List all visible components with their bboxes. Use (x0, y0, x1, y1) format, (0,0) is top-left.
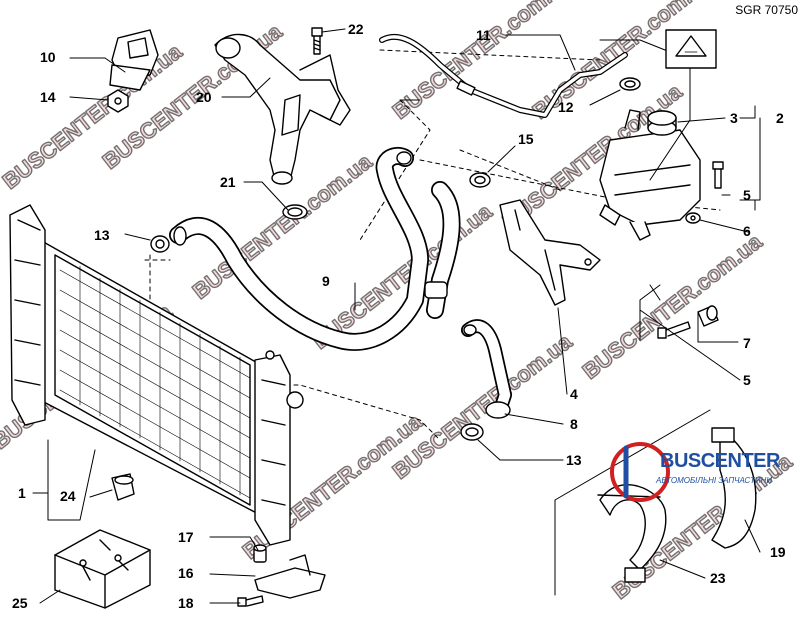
bracket-10 (109, 29, 159, 91)
callout-18: 18 (178, 595, 194, 611)
watermark-text: BUSCENTER.com.ua (578, 228, 767, 384)
callout-22: 22 (348, 21, 364, 37)
clip-19 (711, 427, 757, 549)
callout-15: 15 (518, 131, 534, 147)
callout-7: 7 (743, 335, 751, 351)
callout-9: 9 (322, 273, 330, 289)
callout-5-upper: 5 (743, 187, 751, 203)
callout-5-lower: 5 (743, 372, 751, 388)
radiator (9, 204, 304, 546)
callout-17: 17 (178, 529, 194, 545)
buscenter-logo-mark (610, 442, 670, 502)
hose-11 (379, 33, 628, 118)
clamp-21 (282, 204, 308, 220)
callout-8: 8 (570, 416, 578, 432)
reference-code: SGR 70750 (735, 3, 798, 17)
clamp-13-upper (150, 235, 170, 253)
bracket-16 (254, 554, 326, 599)
hose-20 (214, 33, 351, 185)
warning-triangle-icon (665, 29, 717, 69)
leader-lines (32, 28, 761, 604)
watermark-text: BUSCENTER.com.ua (388, 328, 577, 484)
clamp-15 (469, 172, 491, 188)
nut-14 (107, 89, 129, 113)
clamp-13-lower (460, 423, 484, 441)
bolt-5-upper (712, 161, 724, 189)
grommet-6 (685, 212, 701, 224)
callout-19: 19 (770, 544, 786, 560)
callout-13-lower: 13 (566, 452, 582, 468)
mount-24 (111, 473, 135, 501)
callout-1: 1 (18, 485, 26, 501)
logo-tagline: АВТОМОБІЛЬНІ ЗАПЧАСТИНИ (656, 476, 773, 485)
callout-2: 2 (776, 110, 784, 126)
bolt-18 (237, 595, 264, 607)
callout-12: 12 (558, 99, 574, 115)
callout-25: 25 (12, 595, 28, 611)
callout-20: 20 (196, 89, 212, 105)
bracket-4 (499, 199, 601, 306)
callout-10: 10 (40, 49, 56, 65)
bolt-22 (311, 27, 323, 55)
callout-24: 24 (60, 488, 76, 504)
callout-23: 23 (710, 570, 726, 586)
hose-8 (461, 319, 512, 419)
kit-25 (54, 529, 151, 609)
bolt-7 (657, 305, 719, 339)
callout-4: 4 (570, 386, 578, 402)
expansion-tank-2 (599, 109, 701, 241)
callout-16: 16 (178, 565, 194, 581)
hose-9 (169, 146, 461, 351)
radiator-core-grid (59, 265, 251, 499)
callout-21: 21 (220, 174, 236, 190)
callout-13-upper: 13 (94, 227, 110, 243)
clamp-12 (619, 77, 641, 91)
callout-11: 11 (476, 27, 491, 43)
bush-17 (253, 544, 267, 563)
callout-14: 14 (40, 89, 56, 105)
callout-3: 3 (730, 110, 738, 126)
logo-name: BUSCENTER (660, 450, 780, 472)
cap-3 (647, 110, 677, 136)
callout-6: 6 (743, 223, 751, 239)
